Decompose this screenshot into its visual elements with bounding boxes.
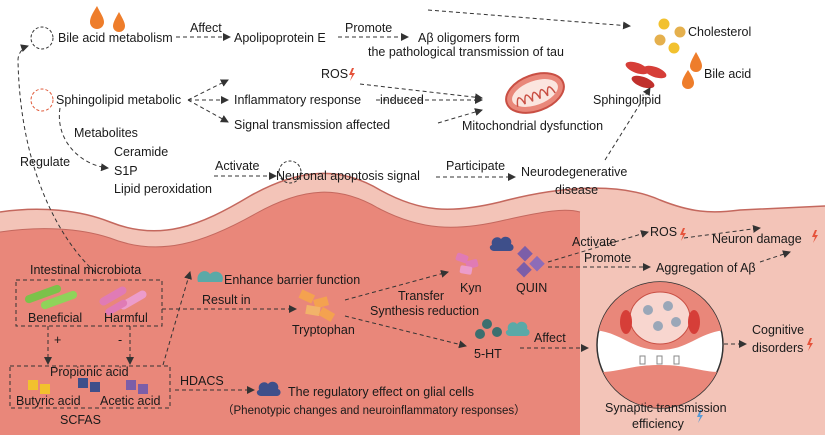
- label-cognitive-2: disorders: [752, 341, 803, 355]
- label-minus: -: [118, 333, 122, 347]
- label-quin: QUIN: [516, 281, 547, 295]
- label-affect: Affect: [190, 21, 222, 35]
- label-apolipoprotein: Apolipoprotein E: [234, 31, 326, 45]
- tryptophan-icon: [298, 289, 336, 322]
- label-activate: Activate: [215, 159, 260, 173]
- label-abeta-2: the pathological transmission of tau: [368, 45, 564, 59]
- label-synaptic-2: efficiency: [632, 417, 685, 431]
- label-mito: Mitochondrial dysfunction: [462, 119, 603, 133]
- label-affect-2: Affect: [534, 331, 566, 345]
- label-glial-2: （Phenotypic changes and neuroinflammator…: [222, 404, 526, 417]
- label-tryptophan: Tryptophan: [292, 323, 355, 337]
- label-induced: induced: [380, 93, 424, 107]
- neuron-damage-bolt-icon: [812, 230, 818, 243]
- label-microbiota: Intestinal microbiota: [30, 263, 141, 277]
- label-plus: +: [54, 333, 61, 347]
- cycle-icon-apoptosis: [278, 160, 302, 184]
- label-neuron-damage: Neuron damage: [712, 232, 802, 246]
- label-sphingolipid-metabolic: Sphingolipid metabolic: [56, 93, 181, 107]
- synapse-illustration: [596, 281, 724, 409]
- label-ros: ROS: [321, 67, 348, 81]
- lipid-cluster-icon: [625, 18, 702, 89]
- label-s1p: S1P: [114, 164, 138, 178]
- cognitive-bolt-icon: [807, 338, 813, 351]
- label-signal-affected: Signal transmission affected: [234, 118, 390, 132]
- label-inflammatory: Inflammatory response: [234, 93, 361, 107]
- cloud-icon-quin: [489, 236, 514, 251]
- cycle-icon-bile: [30, 26, 54, 50]
- label-glial-1: The regulatory effect on glial cells: [288, 385, 474, 399]
- label-synaptic-1: Synaptic transmission: [605, 401, 727, 415]
- label-transfer: Transfer: [398, 289, 444, 303]
- harmful-bacteria-icon: [99, 286, 147, 316]
- label-sphingolipid: Sphingolipid: [593, 93, 661, 107]
- scfa-molecules-icon: [28, 378, 148, 394]
- label-cognitive-1: Cognitive: [752, 323, 804, 337]
- synaptic-down-icon: [697, 410, 703, 423]
- gut-inner-line: [0, 191, 581, 248]
- label-ros-2: ROS: [650, 225, 677, 239]
- label-ceramide: Ceramide: [114, 145, 168, 159]
- label-beneficial: Beneficial: [28, 311, 82, 325]
- label-cholesterol: Cholesterol: [688, 25, 751, 39]
- label-neuronal-apoptosis: Neuronal apoptosis signal: [276, 169, 420, 183]
- mitochondrion-icon: [505, 72, 565, 114]
- label-neurodeg-1: Neurodegenerative: [521, 165, 627, 179]
- quin-icon: [516, 245, 545, 278]
- label-result-in: Result in: [202, 293, 251, 307]
- label-metabolites: Metabolites: [74, 126, 138, 140]
- ros-bolt-icon: [349, 68, 355, 81]
- barrier-cell-icon: [197, 271, 223, 282]
- label-bile-acid-metabolism: Bile acid metabolism: [58, 31, 173, 45]
- label-hdacs: HDACS: [180, 374, 224, 388]
- label-participate: Participate: [446, 159, 505, 173]
- label-acetic: Acetic acid: [100, 394, 160, 408]
- beneficial-bacteria-icon: [24, 284, 78, 310]
- top-arrows: [17, 9, 651, 273]
- label-butyric: Butyric acid: [16, 394, 81, 408]
- cloud-icon-glial: [256, 381, 281, 396]
- kyn-icon: [455, 252, 479, 275]
- cycle-icon-sphingo: [30, 88, 54, 112]
- label-promote-2: Promote: [584, 251, 631, 265]
- label-bile-acid: Bile acid: [704, 67, 751, 81]
- label-kyn: Kyn: [460, 281, 482, 295]
- microbiota-box: [15, 279, 163, 327]
- label-harmful: Harmful: [104, 311, 148, 325]
- label-regulate: Regulate: [20, 155, 70, 169]
- label-synthesis: Synthesis reduction: [370, 304, 479, 318]
- label-aggregation: Aggregation of Aβ: [656, 261, 756, 275]
- label-propionic: Propionic acid: [50, 365, 129, 379]
- scfas-box: [9, 365, 171, 409]
- label-barrier: Enhance barrier function: [224, 273, 360, 287]
- ros-bolt-icon-2: [680, 228, 686, 241]
- bile-droplets-icon: [90, 6, 125, 32]
- serotonin-icon: [475, 319, 502, 339]
- label-abeta-1: Aβ oligomers form: [418, 31, 520, 45]
- label-activate-2: Activate: [572, 235, 617, 249]
- label-lipid-perox: Lipid peroxidation: [114, 182, 212, 196]
- label-5ht: 5-HT: [474, 347, 502, 361]
- label-promote: Promote: [345, 21, 392, 35]
- label-scfas: SCFAS: [60, 413, 101, 427]
- label-neurodeg-2: disease: [555, 183, 598, 197]
- gut-wall-line: [0, 172, 825, 232]
- gut-lumen: [0, 192, 580, 435]
- gut-arrows: [44, 224, 791, 394]
- cloud-icon-5ht: [505, 321, 530, 336]
